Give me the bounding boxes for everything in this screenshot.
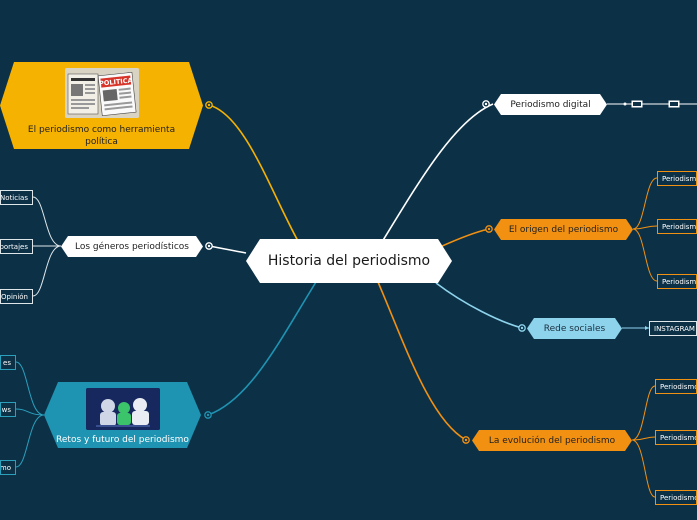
branch-redes-sociales[interactable]: Rede sociales: [527, 318, 622, 339]
leaf-origen-3[interactable]: Periodismo: [657, 274, 697, 289]
central-topic-label: Historia del periodismo: [267, 253, 431, 269]
leaf-retos-2-label: ws: [1, 405, 11, 414]
leaf-origen-1-label: Periodismo: [662, 174, 697, 183]
leaf-retos-3[interactable]: mo: [0, 460, 16, 475]
leaf-evolucion-1[interactable]: Periodismo: [655, 379, 697, 394]
branch-evolucion-label: La evolución del periodismo: [488, 435, 616, 446]
line-retos: [207, 281, 317, 416]
leaf-opinion-label: Opinión: [1, 292, 28, 301]
leaf-retos-3-label: mo: [0, 463, 11, 472]
line-herramienta: [208, 104, 299, 242]
leaf-retos-2[interactable]: ws: [0, 402, 16, 417]
newspaper-icon: POLITICA: [65, 68, 139, 118]
leaf-evolucion-3[interactable]: Periodismo: [655, 490, 697, 505]
line-origen: [439, 228, 490, 248]
branch-generos-label: Los géneros periodísticos: [75, 241, 189, 252]
branch-redes-sociales-label: Rede sociales: [543, 323, 606, 334]
line-redes: [435, 282, 523, 329]
leaf-origen-1[interactable]: Periodismo: [657, 171, 697, 186]
leaf-origen-2-label: Periodismo: [662, 222, 697, 231]
leaf-evolucion-3-label: Periodismo: [660, 493, 697, 502]
leaf-instagram-label: INSTAGRAM: [654, 324, 695, 333]
people-illustration-icon: [86, 388, 160, 430]
leaf-evolucion-2[interactable]: Periodismo: [655, 430, 697, 445]
leaf-origen-3-label: Periodismo: [662, 277, 697, 286]
branch-herramienta-label: El periodismo como herramienta política: [27, 125, 176, 147]
central-topic[interactable]: Historia del periodismo: [246, 239, 452, 283]
branch-periodismo-digital[interactable]: Periodismo digital: [494, 94, 607, 115]
line-evolucion: [377, 281, 467, 441]
branch-generos[interactable]: Los géneros periodísticos: [61, 236, 203, 257]
leaf-noticias[interactable]: Noticias: [0, 190, 33, 205]
leaf-evolucion-2-label: Periodismo: [660, 433, 697, 442]
branch-herramienta-politica[interactable]: POLITICA El periodismo como herramienta …: [0, 62, 203, 149]
leaf-reportajes[interactable]: Reportajes: [0, 239, 33, 254]
leaf-retos-1-label: es: [3, 358, 11, 367]
branch-retos-futuro[interactable]: Retos y futuro del periodismo: [44, 382, 201, 448]
branch-retos-label: Retos y futuro del periodismo: [56, 435, 189, 445]
leaf-opinion[interactable]: Opinión: [0, 289, 33, 304]
branch-origen[interactable]: El origen del periodismo: [494, 219, 633, 240]
leaf-retos-1[interactable]: es: [0, 355, 16, 370]
line-generos: [208, 245, 247, 254]
branch-evolucion[interactable]: La evolución del periodismo: [472, 430, 632, 451]
leaf-origen-2[interactable]: Periodismo: [657, 219, 697, 234]
leaf-noticias-label: Noticias: [0, 193, 28, 202]
leaf-instagram[interactable]: INSTAGRAM: [649, 321, 697, 336]
branch-origen-label: El origen del periodismo: [508, 224, 619, 235]
leaf-reportajes-label: Reportajes: [0, 242, 28, 251]
leaf-evolucion-1-label: Periodismo: [660, 382, 697, 391]
line-digital: [381, 103, 494, 243]
newspaper-headline: POLITICA: [98, 76, 132, 87]
digital-chain-boxes: [623, 100, 680, 108]
newspaper-image: POLITICA: [65, 68, 139, 118]
branch-periodismo-digital-label: Periodismo digital: [510, 99, 591, 110]
retos-image: [86, 388, 160, 430]
